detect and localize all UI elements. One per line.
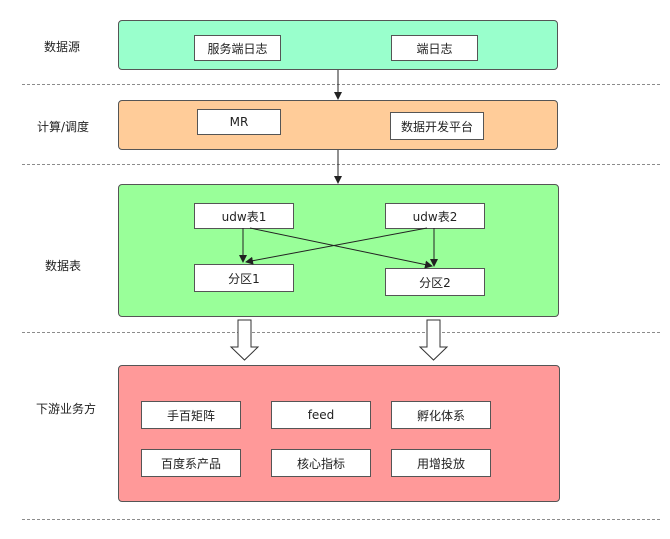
downstream-panel: 手百矩阵 feed 孵化体系 百度系产品 核心指标 用增投放: [118, 365, 560, 502]
mr-node: MR: [197, 109, 281, 135]
source-panel: 服务端日志 端日志: [118, 20, 558, 70]
downstream-item: feed: [271, 401, 371, 429]
arrow-udw1-to-partition2: [249, 227, 433, 269]
block-arrow-right: [418, 319, 449, 361]
tables-panel: udw表1 udw表2 分区1 分区2: [118, 184, 559, 317]
row-label-source: 数据源: [44, 40, 81, 54]
downstream-item: 孵化体系: [391, 401, 491, 429]
row-label-tables: 数据表: [45, 259, 82, 273]
server-log-node: 服务端日志: [194, 35, 281, 61]
divider-2: [22, 164, 660, 165]
divider-1: [22, 84, 660, 85]
downstream-item: 手百矩阵: [141, 401, 241, 429]
divider-3: [22, 332, 660, 333]
udw-table-1-node: udw表1: [194, 203, 294, 229]
row-label-downstream: 下游业务方: [36, 402, 97, 416]
block-arrow-left: [229, 319, 260, 361]
divider-4: [22, 519, 660, 520]
arrow-udw2-to-partition1: [245, 227, 428, 265]
dev-platform-node: 数据开发平台: [390, 112, 484, 140]
downstream-item: 百度系产品: [141, 449, 241, 477]
udw-table-2-node: udw表2: [385, 203, 485, 229]
compute-panel: MR 数据开发平台: [118, 100, 558, 150]
row-label-compute: 计算/调度: [37, 120, 90, 134]
downstream-item: 核心指标: [271, 449, 371, 477]
downstream-item: 用增投放: [391, 449, 491, 477]
client-log-node: 端日志: [391, 35, 478, 61]
partition-1-node: 分区1: [194, 264, 294, 292]
partition-2-node: 分区2: [385, 268, 485, 296]
